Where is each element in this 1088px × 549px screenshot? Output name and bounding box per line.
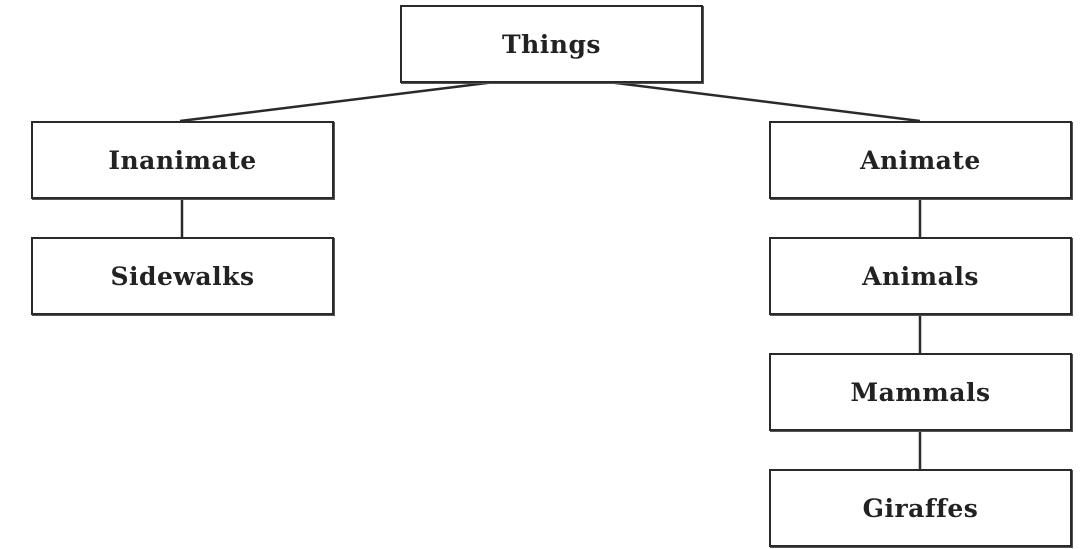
node-inanimate: Inanimate [31,121,334,199]
edge-things-animate [607,80,921,123]
node-things: Things [400,5,703,83]
node-animate: Animate [769,121,1072,199]
node-sidewalks: Sidewalks [31,237,334,315]
edge-things-inanimate [179,80,496,123]
node-giraffes: Giraffes [769,469,1072,547]
node-animals: Animals [769,237,1072,315]
node-mammals: Mammals [769,353,1072,431]
